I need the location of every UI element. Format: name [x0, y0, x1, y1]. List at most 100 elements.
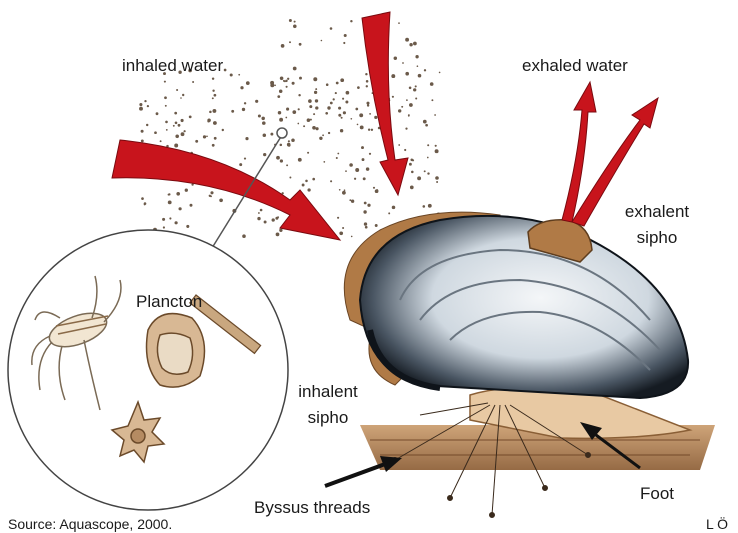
- particle-dot: [244, 102, 246, 104]
- particle-dot: [328, 132, 330, 134]
- particle-dot: [286, 108, 289, 111]
- particle-dot: [182, 94, 184, 96]
- particle-dot: [212, 144, 215, 147]
- particle-dot: [398, 144, 400, 146]
- particle-dot: [427, 144, 429, 146]
- particle-dot: [394, 56, 397, 59]
- particle-dot: [431, 99, 433, 101]
- particle-dot: [173, 125, 175, 127]
- particle-dot: [242, 108, 245, 111]
- label-byssus-threads: Byssus threads: [254, 498, 370, 518]
- particle-dot: [369, 153, 371, 155]
- particle-dot: [289, 177, 291, 179]
- particle-dot: [325, 112, 328, 115]
- particle-dot: [257, 217, 260, 220]
- particle-dot: [315, 88, 317, 90]
- particle-dot: [298, 108, 300, 110]
- particle-dot: [339, 189, 341, 191]
- particle-dot: [354, 178, 356, 180]
- particle-dot: [212, 109, 216, 113]
- byssus-pointer-arrow: [325, 456, 402, 486]
- particle-dot: [363, 210, 366, 213]
- particle-dot: [315, 99, 318, 102]
- particle-dot: [262, 121, 266, 125]
- particle-dot: [316, 127, 319, 130]
- particle-dot: [345, 101, 348, 104]
- particle-dot: [286, 164, 288, 166]
- particle-dot: [374, 116, 377, 119]
- particle-dot: [166, 129, 168, 131]
- particle-dot: [343, 111, 346, 114]
- particle-dot: [230, 73, 233, 76]
- particle-dot: [286, 86, 288, 88]
- particle-dot: [160, 140, 162, 142]
- particle-dot: [287, 78, 289, 80]
- particle-dot: [336, 82, 339, 85]
- particle-dot: [278, 111, 281, 114]
- particle-dot: [411, 171, 414, 174]
- particle-dot: [344, 34, 347, 37]
- particle-dot: [415, 97, 417, 99]
- particle-dot: [293, 25, 297, 29]
- particle-dot: [294, 21, 296, 23]
- particle-dot: [362, 158, 365, 161]
- particle-dot: [333, 98, 335, 100]
- particle-dot: [206, 135, 208, 137]
- particle-dot: [258, 114, 261, 117]
- particle-dot: [310, 119, 312, 121]
- particle-dot: [141, 139, 144, 142]
- particle-dot: [209, 111, 212, 114]
- particle-dot: [147, 105, 149, 107]
- particle-dot: [415, 85, 417, 87]
- particle-dot: [375, 224, 378, 227]
- particle-dot: [261, 117, 264, 120]
- particle-dot: [366, 167, 369, 170]
- particle-dot: [156, 112, 159, 115]
- particle-dot: [349, 199, 351, 201]
- particle-dot: [392, 96, 394, 98]
- particle-dot: [365, 73, 367, 75]
- particle-dot: [144, 204, 146, 206]
- label-inhalent-sipho-line2: sipho: [286, 408, 370, 428]
- particle-dot: [165, 105, 167, 107]
- particle-dot: [415, 55, 418, 58]
- particle-dot: [139, 107, 143, 111]
- particle-dot: [405, 72, 409, 76]
- particle-dot: [164, 96, 167, 99]
- particle-dot: [209, 195, 211, 197]
- particle-dot: [364, 222, 367, 225]
- particle-dot: [276, 233, 280, 237]
- particle-dot: [302, 184, 305, 187]
- particle-dot: [401, 106, 403, 108]
- particle-dot: [313, 113, 315, 115]
- particle-dot: [366, 102, 369, 105]
- particle-dot: [366, 85, 368, 87]
- particle-dot: [192, 81, 194, 83]
- particle-dot: [423, 120, 427, 124]
- particle-dot: [299, 77, 302, 80]
- particle-dot: [366, 80, 369, 83]
- particle-dot: [174, 144, 178, 148]
- particle-dot: [342, 191, 346, 195]
- particle-dot: [398, 109, 401, 112]
- particle-dot: [292, 110, 296, 114]
- particle-dot: [213, 121, 217, 125]
- particle-dot: [239, 163, 242, 166]
- particle-dot: [303, 125, 305, 127]
- particle-dot: [163, 226, 165, 228]
- particle-dot: [288, 144, 291, 147]
- particle-dot: [238, 74, 240, 76]
- particle-dot: [418, 74, 422, 78]
- particle-dot: [281, 44, 285, 48]
- particle-dot: [246, 81, 250, 85]
- particle-dot: [270, 81, 274, 85]
- particle-dot: [405, 128, 407, 130]
- particle-dot: [410, 186, 414, 190]
- particle-dot: [289, 19, 292, 22]
- particle-dot: [189, 116, 192, 119]
- particle-dot: [361, 146, 364, 149]
- particle-dot: [175, 221, 178, 224]
- particle-dot: [245, 137, 248, 140]
- particle-dot: [176, 89, 178, 91]
- particle-dot: [360, 125, 364, 129]
